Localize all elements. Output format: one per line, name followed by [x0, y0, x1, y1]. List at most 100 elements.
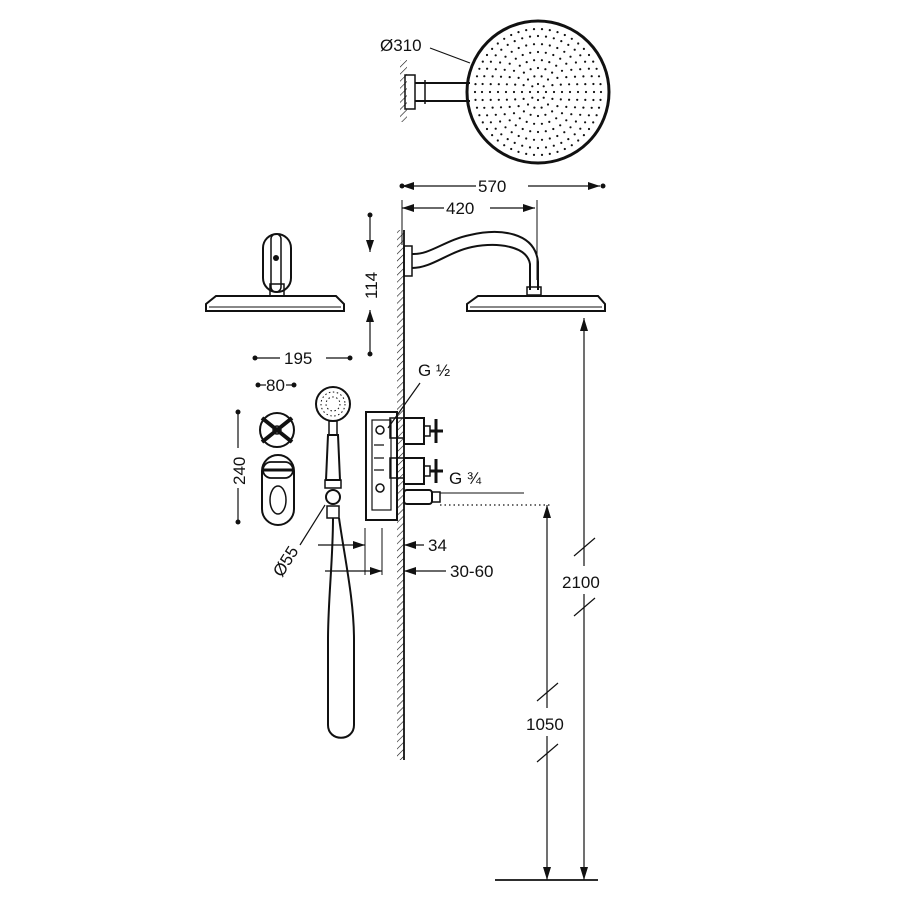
nozzle-dot — [525, 61, 528, 64]
nozzle-dot — [587, 127, 591, 131]
nozzle-dot — [544, 68, 547, 71]
plate-height-dimension — [235, 409, 241, 525]
nozzle-dot — [548, 120, 551, 123]
hand-shower-diameter-label: Ø55 — [269, 543, 302, 580]
nozzle-dot — [582, 75, 585, 78]
nozzle-dot — [474, 83, 477, 86]
nozzle-dot — [560, 112, 564, 115]
nozzle-dot — [563, 131, 566, 134]
nozzle-dot — [488, 90, 492, 94]
nozzle-dot — [483, 106, 486, 109]
nozzle-dot — [496, 139, 499, 142]
nozzle-dot — [570, 37, 573, 40]
nozzle-dot — [532, 153, 536, 156]
nozzle-dot — [540, 106, 543, 109]
nozzle-dot — [544, 90, 548, 94]
nozzle-dot — [529, 68, 532, 71]
nozzle-dot — [517, 30, 520, 34]
nozzle-dot — [560, 90, 564, 94]
bottom-inlet-thread-label: G ¾ — [449, 469, 482, 488]
nozzle-dot — [569, 55, 572, 58]
nozzle-dot — [556, 150, 559, 153]
handle-width-label: 80 — [266, 376, 285, 395]
nozzle-dot — [536, 98, 540, 102]
nozzle-dot — [556, 134, 559, 138]
nozzle-dot — [584, 98, 587, 101]
nozzle-dot — [491, 134, 494, 137]
nozzle-dot — [481, 82, 484, 86]
nozzle-dot — [542, 85, 545, 88]
nozzle-dot — [590, 106, 593, 109]
nozzle-dot — [526, 103, 530, 106]
nozzle-dot — [576, 98, 579, 101]
nozzle-dot — [526, 78, 530, 81]
side-view-shower-head — [403, 231, 606, 312]
nozzle-dot — [532, 43, 536, 46]
nozzle-dot — [529, 51, 532, 54]
nozzle-dot — [595, 114, 598, 117]
nozzle-dot — [567, 43, 570, 47]
nozzle-dot — [531, 85, 534, 88]
nozzle-dot — [584, 83, 587, 86]
nozzle-dot — [525, 29, 528, 32]
nozzle-dot — [540, 138, 544, 141]
plate-height-label: 240 — [230, 457, 249, 485]
nozzle-dot — [512, 69, 516, 72]
nozzle-dot — [508, 62, 511, 65]
nozzle-dot — [548, 61, 551, 64]
nozzle-dot — [548, 137, 551, 140]
top-view-wall-hatch — [400, 60, 407, 122]
nozzle-dot — [563, 50, 566, 53]
nozzle-dot — [528, 35, 532, 38]
nozzle-dot — [505, 98, 508, 101]
valve-projection-label: 34 — [428, 536, 447, 555]
nozzle-dot — [559, 124, 562, 127]
nozzle-dot — [540, 153, 544, 156]
head-diameter-leader — [429, 47, 471, 64]
nozzle-dot — [510, 50, 513, 53]
nozzle-pattern — [473, 28, 603, 156]
hand-shower-grip — [324, 434, 342, 481]
nozzle-dot — [514, 83, 517, 86]
nozzle-dot — [573, 75, 577, 78]
nozzle-dot — [494, 68, 497, 71]
wall-recess-label: 30-60 — [450, 562, 493, 581]
nozzle-dot — [565, 76, 568, 79]
arm-reach-label: 420 — [446, 199, 474, 218]
nozzle-dot — [546, 78, 550, 81]
nozzle-dot — [506, 138, 509, 141]
nozzle-dot — [574, 120, 578, 123]
nozzle-dot — [473, 90, 477, 94]
nozzle-dot — [540, 43, 544, 46]
nozzle-dot — [525, 152, 528, 155]
depth-dimensions — [318, 528, 446, 575]
nozzle-dot — [595, 67, 598, 70]
nozzle-dot — [508, 119, 511, 122]
nozzle-dot — [536, 50, 540, 54]
nozzle-dot — [552, 37, 555, 40]
nozzle-dot — [483, 75, 486, 78]
nozzle-dot — [568, 98, 571, 101]
nozzle-dot — [494, 113, 497, 116]
nozzle-dot — [510, 33, 513, 37]
nozzle-dot — [504, 126, 507, 129]
nozzle-dot — [536, 90, 540, 94]
nozzle-dot — [533, 106, 536, 109]
nozzle-dot — [518, 64, 521, 67]
nozzle-dot — [579, 127, 582, 130]
nozzle-dot — [540, 28, 544, 31]
nozzle-dot — [576, 90, 580, 94]
nozzle-dot — [528, 146, 532, 149]
nozzle-dot — [592, 82, 595, 86]
nozzle-dot — [525, 44, 528, 47]
nozzle-dot — [514, 57, 517, 60]
nozzle-dot — [532, 28, 536, 31]
nozzle-dot — [517, 46, 520, 50]
nozzle-dot — [570, 68, 573, 71]
nozzle-dot — [491, 47, 494, 51]
nozzle-dot — [514, 124, 517, 127]
nozzle-dot — [563, 147, 566, 151]
nozzle-dot — [491, 106, 494, 109]
nozzle-dot — [496, 90, 500, 94]
nozzle-dot — [489, 83, 492, 86]
